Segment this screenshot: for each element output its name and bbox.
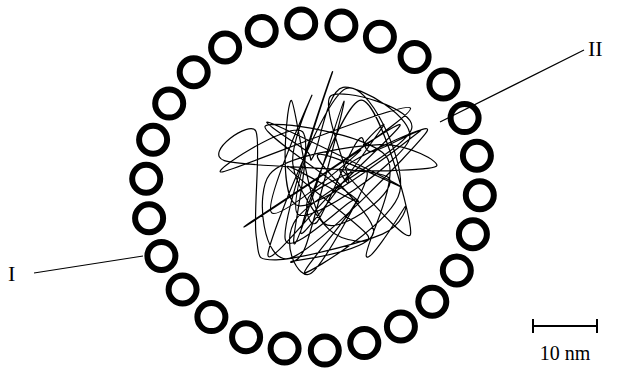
capsomere (180, 58, 208, 86)
capsid-ring (132, 9, 494, 364)
capsomere (418, 288, 446, 316)
capsomere (459, 220, 487, 248)
capsomere (429, 71, 457, 99)
capsomere (139, 126, 167, 154)
capsomere (132, 165, 160, 193)
part-label: I (8, 263, 15, 285)
capsomere (232, 323, 260, 351)
capsomere (147, 242, 175, 270)
capsomere (401, 43, 429, 71)
capsomere (327, 11, 355, 39)
part-label: II (588, 38, 603, 60)
capsomere (271, 335, 299, 363)
capsomere (169, 276, 197, 304)
strand-path (219, 72, 437, 275)
capsomere (350, 329, 378, 357)
capsomere (135, 204, 163, 232)
scale-bar (533, 319, 597, 333)
nucleic-acid-strand (219, 72, 437, 275)
capsomere (463, 142, 491, 170)
capsomere (466, 181, 494, 209)
capsomere (211, 34, 239, 62)
capsomere (443, 256, 471, 284)
capsomere (155, 90, 183, 118)
capsomere (197, 303, 225, 331)
capsomere (311, 337, 339, 365)
capsomere (248, 17, 276, 45)
leader-line (34, 256, 143, 273)
capsomere (287, 9, 315, 37)
capsomere (387, 313, 415, 341)
capsomere (451, 104, 479, 132)
capsomere (366, 23, 394, 51)
scale-label: 10 nm (540, 343, 591, 363)
leader-line (440, 50, 584, 122)
